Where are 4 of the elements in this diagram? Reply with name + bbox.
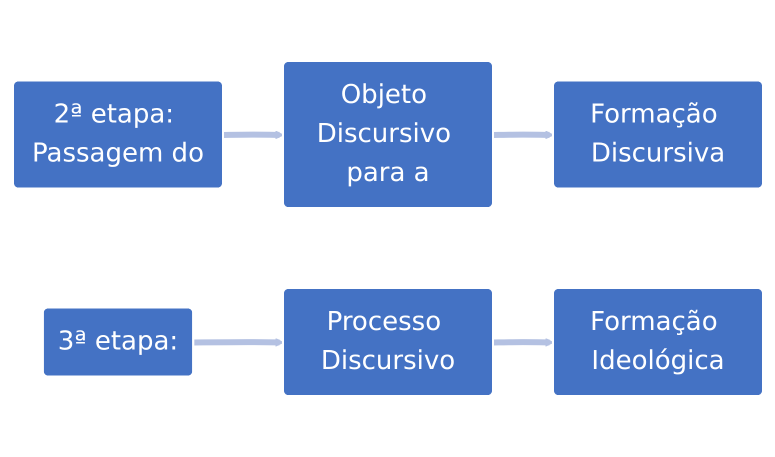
arrow bbox=[222, 130, 284, 140]
arrow bbox=[492, 338, 554, 347]
arrow bbox=[193, 338, 284, 347]
arrow bbox=[492, 130, 554, 140]
